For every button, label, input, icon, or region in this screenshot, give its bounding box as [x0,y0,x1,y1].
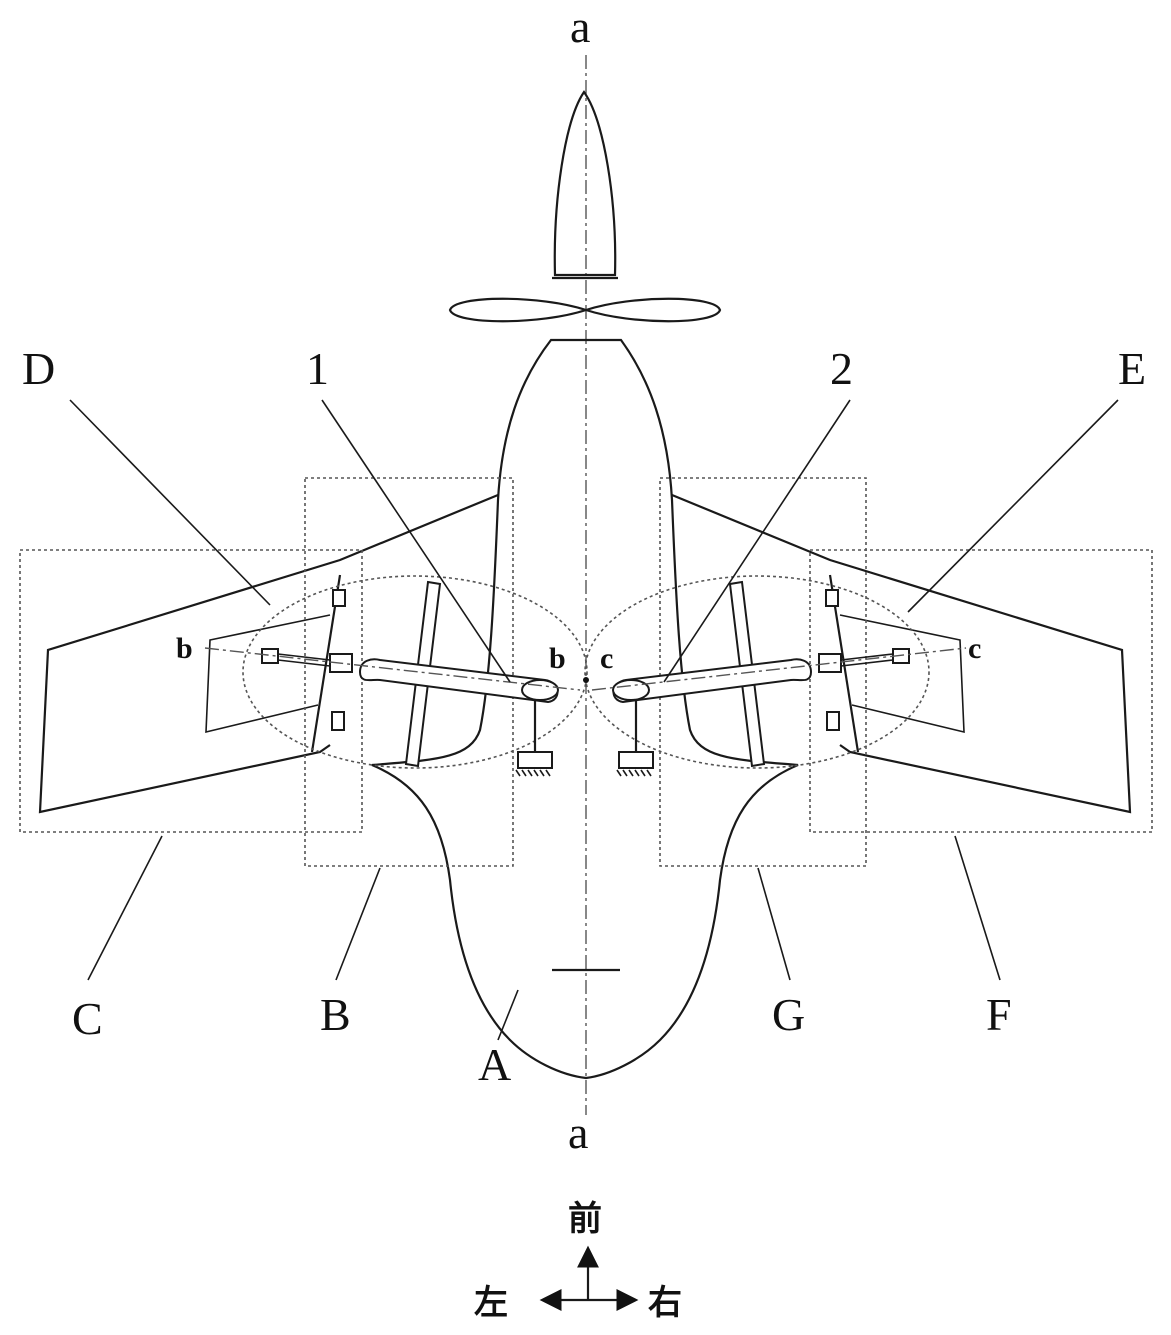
region-F-box [809,549,1153,833]
left-ground-hatch [515,769,551,777]
label-D: D [22,343,55,394]
left-push-rod [277,653,331,667]
right-ground-hatch [616,769,652,777]
leader-D [69,399,271,606]
label-F: F [986,989,1012,1040]
leader-F [954,835,1001,981]
label-E: E [1118,343,1146,394]
leader-C [87,835,163,981]
leader-E [907,399,1119,613]
label-c-right: c [968,632,981,665]
label-b-left: b [176,632,193,665]
right-hinge-block-top [825,589,839,607]
label-B: B [320,989,351,1040]
leader-G [757,867,791,981]
label-a-top: a [570,1,590,52]
label-a-bottom: a [568,1107,588,1158]
label-right: 右 [648,1283,682,1323]
left-crank [521,679,559,701]
region-B-box [304,477,514,867]
label-1: 1 [306,343,329,394]
region-G-box [659,477,867,867]
propeller-blade-right [582,297,722,323]
right-hinge-block-bottom [826,711,840,731]
label-b-center: b [549,642,566,675]
leader-1 [321,399,511,683]
region-E-ellipse [584,575,930,769]
axis-c [591,647,967,691]
right-aileron [839,614,965,734]
left-wing [38,493,499,814]
right-crank [612,679,650,701]
left-actuator-end [261,648,279,664]
left-hinge-block-bottom [331,711,345,731]
left-aileron [205,614,331,734]
fuselage-A [371,338,799,1080]
propeller-blade-left [448,297,590,323]
label-G: G [772,989,805,1040]
right-actuator-mount [818,653,842,673]
label-front: 前 [568,1199,602,1239]
label-2: 2 [830,343,853,394]
leader-B [335,867,381,981]
label-A: A [478,1039,511,1090]
nose-cone [553,90,617,277]
right-wing [671,493,1132,814]
center-pivot [583,677,589,683]
axis-b [204,647,581,691]
right-push-rod [840,653,894,667]
region-C-box [19,549,363,833]
label-C: C [72,993,103,1044]
left-servo-base [517,751,553,769]
leader-A [497,989,519,1041]
label-left: 左 [474,1283,508,1323]
region-D-ellipse [242,575,588,769]
left-hinge-block-top [332,589,346,607]
right-servo-base [618,751,654,769]
label-c-center: c [600,642,613,675]
leader-2 [663,399,851,683]
